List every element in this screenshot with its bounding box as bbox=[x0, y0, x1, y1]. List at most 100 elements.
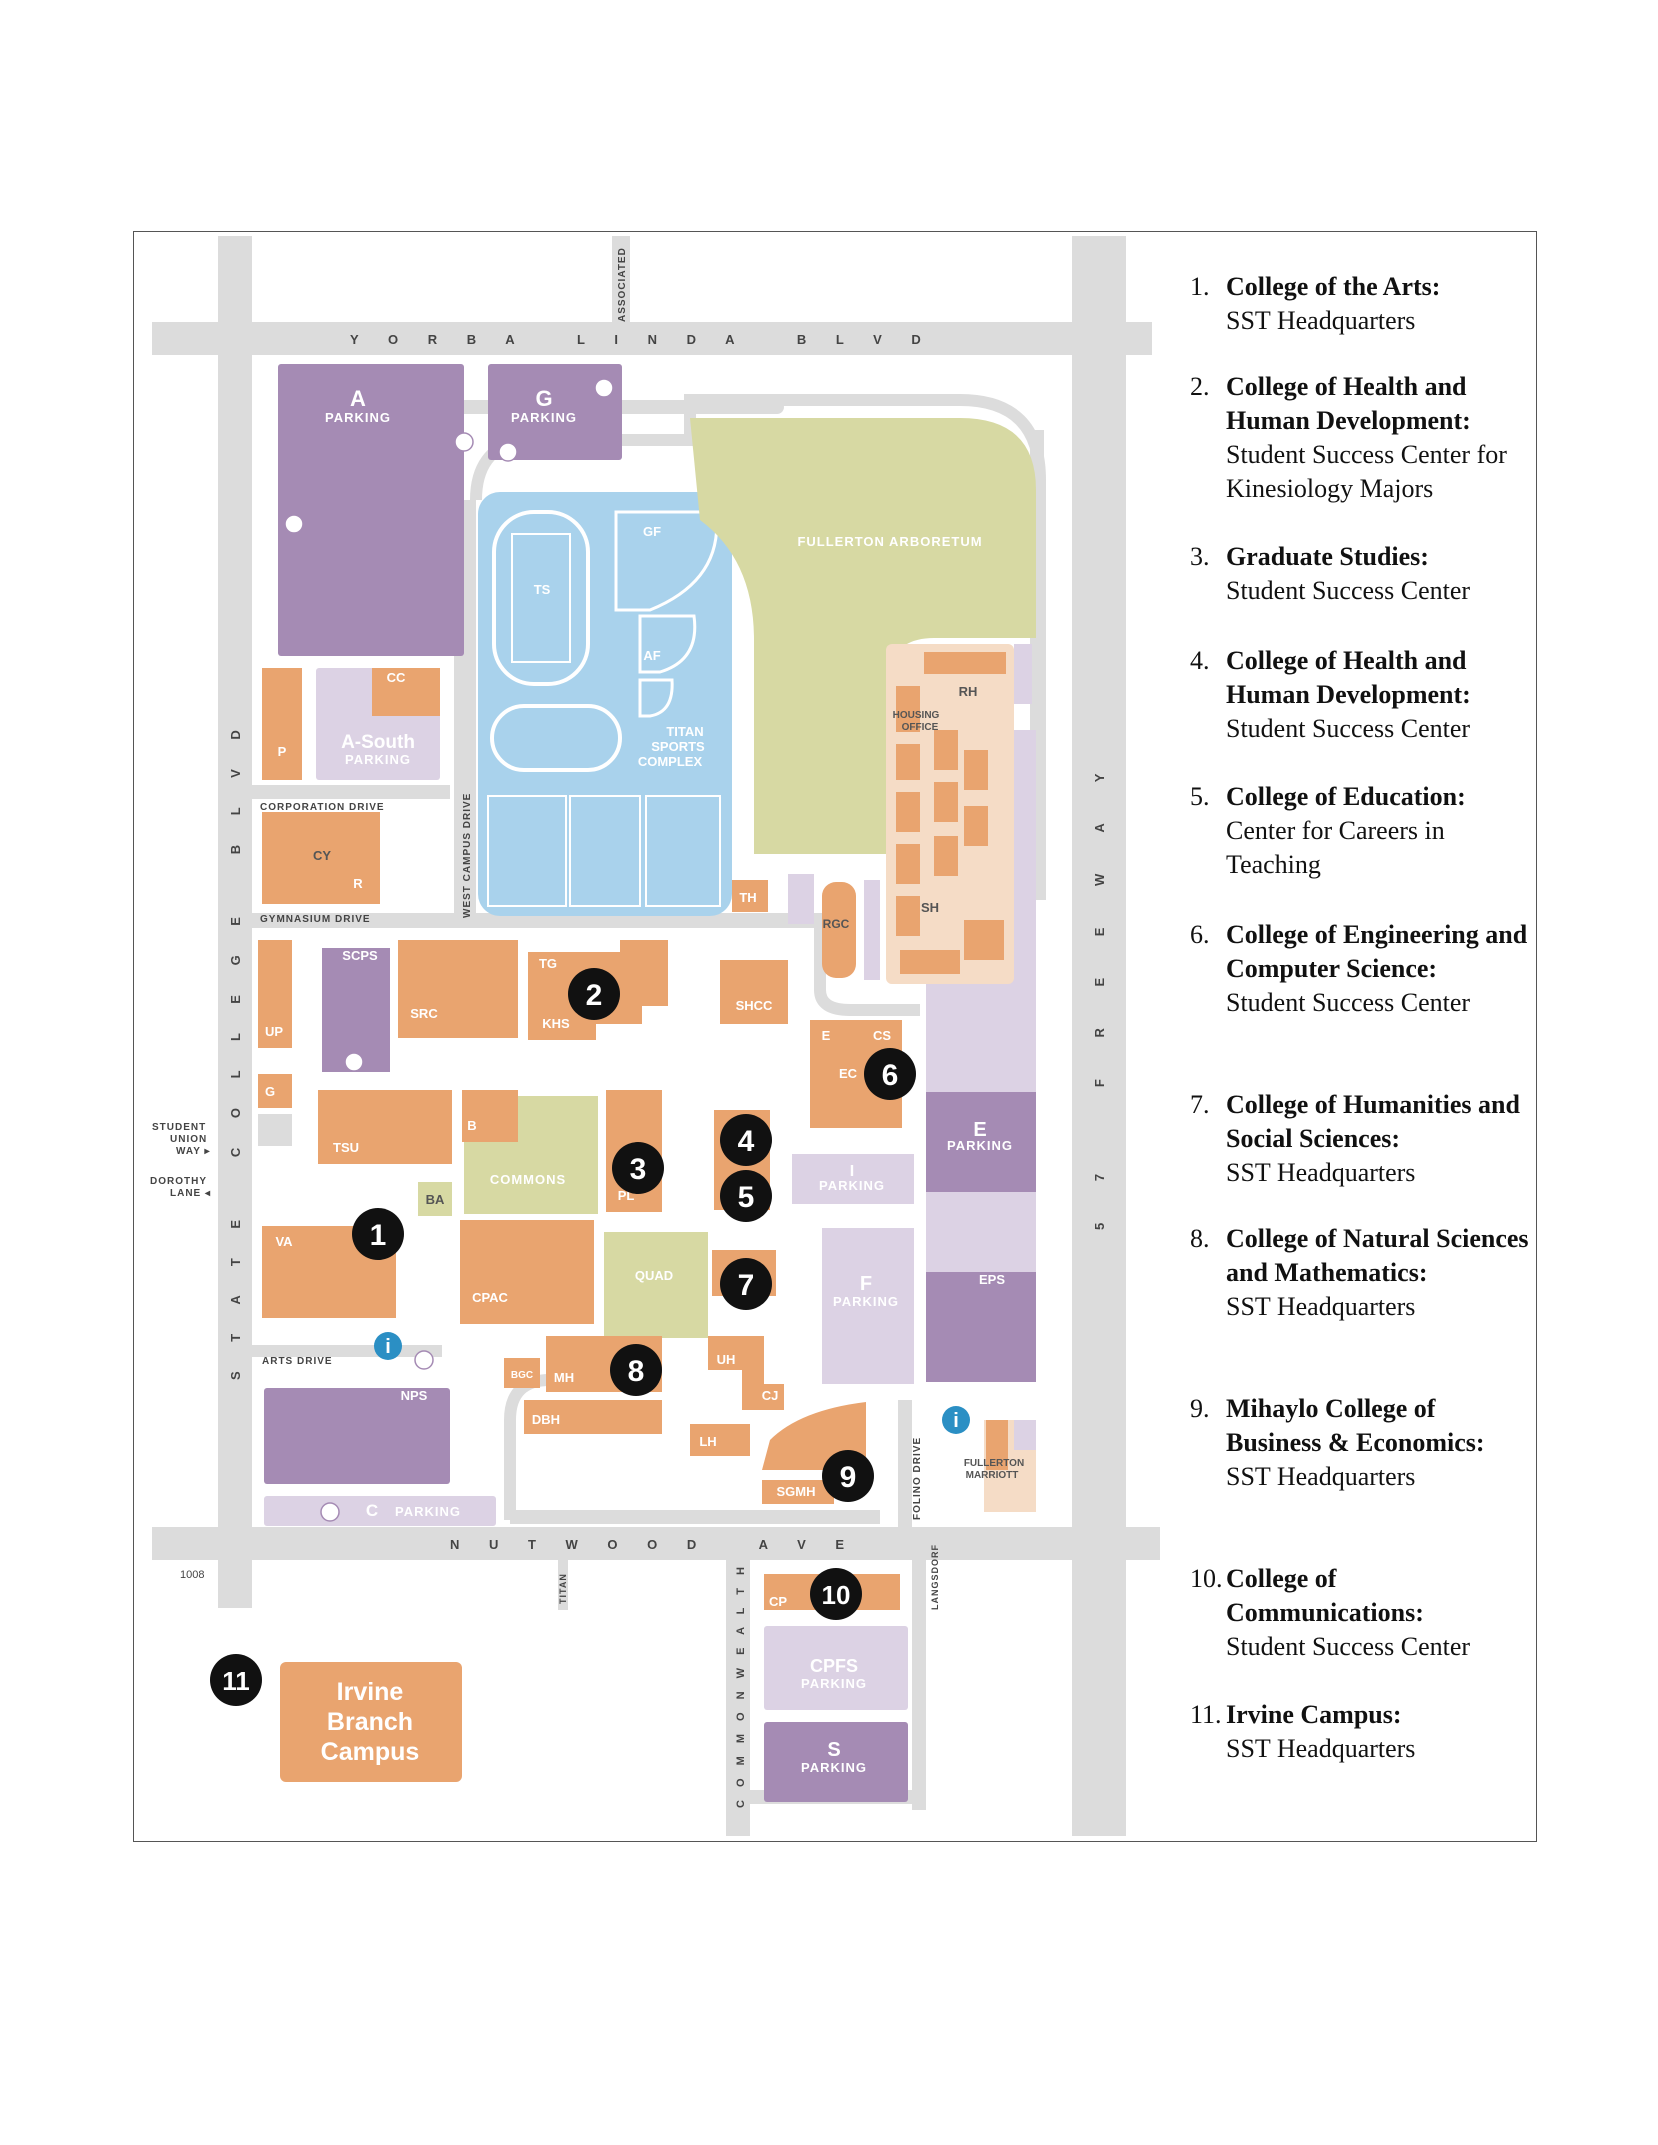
label-commonwealth: C O M M O N W E A L T H bbox=[735, 1562, 747, 1808]
rgc-strip-1 bbox=[788, 874, 814, 924]
marker-9[interactable] bbox=[822, 1450, 874, 1502]
label-cj: CJ bbox=[762, 1388, 779, 1403]
rgc-strip-2 bbox=[864, 880, 880, 980]
marker-5[interactable] bbox=[720, 1170, 772, 1222]
label-g-letter: G bbox=[535, 386, 552, 411]
folino-road bbox=[898, 1400, 912, 1530]
legend-number: 2. bbox=[1190, 372, 1210, 401]
label-e-letter: E bbox=[973, 1119, 986, 1141]
gymnasium-road bbox=[252, 913, 822, 928]
marker-6-label: 6 bbox=[882, 1059, 899, 1092]
marker-2-label: 2 bbox=[586, 979, 603, 1012]
legend-title: College of Health and Human Development: bbox=[1226, 372, 1471, 435]
legend-title: Irvine Campus: bbox=[1226, 1700, 1402, 1729]
titan-road bbox=[558, 1560, 568, 1610]
label-arts: ARTS DRIVE bbox=[262, 1356, 333, 1367]
street-labels: Y O R B A L I N D A B L V D N U T W O O … bbox=[150, 247, 1107, 1808]
building-cc bbox=[372, 668, 440, 716]
info-icon[interactable] bbox=[374, 1332, 402, 1360]
legend-title: Graduate Studies: bbox=[1226, 542, 1429, 571]
marker-10[interactable] bbox=[810, 1568, 862, 1620]
building-b bbox=[462, 1090, 518, 1142]
star-icon bbox=[454, 432, 474, 452]
label-marriott-2: MARRIOTT bbox=[966, 1470, 1019, 1481]
label-ba: BA bbox=[426, 1192, 445, 1207]
star-markers bbox=[284, 378, 614, 1522]
label-cy: CY bbox=[313, 848, 331, 863]
housing-block bbox=[896, 744, 920, 780]
label-up: UP bbox=[265, 1024, 283, 1039]
label-gf: GF bbox=[643, 524, 661, 539]
legend-number: 8. bbox=[1190, 1224, 1210, 1253]
label-ec: EC bbox=[839, 1066, 858, 1081]
info-icon[interactable] bbox=[942, 1406, 970, 1434]
commonwealth-road bbox=[726, 1560, 750, 1836]
legend-number: 6. bbox=[1190, 920, 1210, 949]
building-cy bbox=[262, 812, 380, 904]
label-e-bldg: E bbox=[822, 1028, 831, 1043]
label-rgc: RGC bbox=[823, 917, 850, 931]
label-nutwood: N U T W O O D A V E bbox=[450, 1537, 857, 1552]
legend-number: 10. bbox=[1190, 1564, 1223, 1593]
label-dorothy-1: DOROTHY bbox=[150, 1176, 207, 1187]
label-cpfs-parking: PARKING bbox=[801, 1676, 867, 1691]
label-irvine-3: Campus bbox=[321, 1738, 420, 1766]
housing-block bbox=[896, 896, 920, 936]
parking-c bbox=[264, 1496, 496, 1526]
marker-1-label: 1 bbox=[370, 1219, 387, 1252]
label-titan: TITAN bbox=[558, 1573, 568, 1604]
campus-loop bbox=[470, 394, 1046, 1520]
housing-block bbox=[934, 730, 958, 770]
marker-6[interactable] bbox=[864, 1048, 916, 1100]
marker-5-label: 5 bbox=[738, 1181, 755, 1214]
housing-block bbox=[900, 950, 960, 974]
housing-block bbox=[924, 652, 1006, 674]
marker-2[interactable] bbox=[568, 968, 620, 1020]
parking-nps bbox=[264, 1388, 450, 1484]
label-tsu: TSU bbox=[333, 1140, 359, 1155]
marriott-strip bbox=[1014, 1420, 1036, 1450]
track-ts bbox=[492, 510, 590, 686]
star-icon bbox=[594, 378, 614, 398]
legend-title: College of Humanities and Social Science… bbox=[1226, 1090, 1520, 1153]
parking-lots bbox=[264, 364, 1036, 1802]
legend-desc: SST Headquarters bbox=[1226, 306, 1416, 335]
label-dorothy-2: LANE ◂ bbox=[170, 1188, 211, 1199]
label-housing-1: HOUSING bbox=[893, 710, 940, 721]
building-labels: TS GF AF TITAN SPORTS COMPLEX FULLERTON … bbox=[265, 524, 1024, 1766]
star-icon bbox=[320, 1502, 340, 1522]
marker-1[interactable] bbox=[352, 1208, 404, 1260]
housing-block bbox=[964, 920, 1004, 960]
parking-cpfs bbox=[764, 1626, 908, 1710]
building-p bbox=[262, 668, 302, 780]
marker-3-label: 3 bbox=[630, 1153, 647, 1186]
label-a-letter: A bbox=[350, 386, 366, 411]
track-ts-inner bbox=[511, 533, 571, 663]
label-f-letter: F bbox=[860, 1273, 872, 1295]
marker-7[interactable] bbox=[720, 1258, 772, 1310]
label-1008: 1008 bbox=[180, 1569, 204, 1581]
marker-11[interactable] bbox=[210, 1654, 262, 1706]
label-cc: CC bbox=[387, 670, 406, 685]
parking-labels: A PARKING G PARKING A-South PARKING E PA… bbox=[325, 386, 1012, 1775]
building-cpac bbox=[460, 1220, 594, 1324]
marker-8[interactable] bbox=[610, 1344, 662, 1396]
legend-title: College of Education: bbox=[1226, 782, 1466, 811]
label-scps: SCPS bbox=[342, 948, 378, 963]
sports-complex bbox=[478, 492, 732, 916]
label-nps: NPS bbox=[401, 1388, 428, 1403]
label-eps: EPS bbox=[979, 1272, 1005, 1287]
legend-number: 11. bbox=[1190, 1700, 1222, 1729]
marker-3[interactable] bbox=[612, 1142, 664, 1194]
stadium-oval bbox=[490, 704, 622, 772]
marker-4[interactable] bbox=[720, 1114, 772, 1166]
campus-map: Y O R B A L I N D A B L V D N U T W O O … bbox=[150, 236, 1162, 1836]
info-icon-glyph: i bbox=[385, 1336, 391, 1358]
label-marriott-1: FULLERTON bbox=[964, 1458, 1024, 1469]
parking-i bbox=[792, 1154, 914, 1204]
building-sgmh-base bbox=[762, 1480, 834, 1504]
arboretum-area bbox=[690, 418, 1036, 854]
freeway-road bbox=[1072, 236, 1126, 1836]
label-commons: COMMONS bbox=[490, 1172, 566, 1187]
label-shcc: SHCC bbox=[736, 998, 773, 1013]
